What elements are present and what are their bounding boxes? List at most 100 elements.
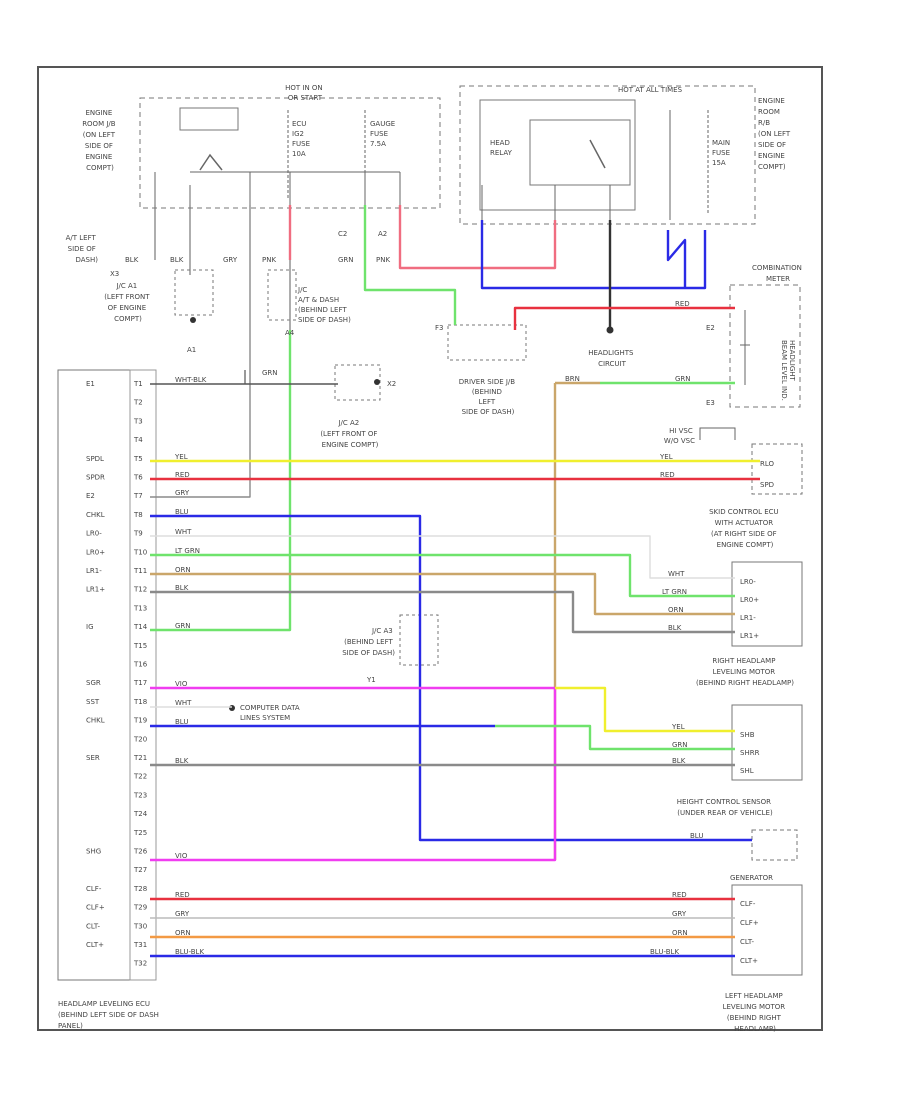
height-sensor-label: HEIGHT CONTROL SENSOR (UNDER REAR OF VEH… (677, 798, 774, 817)
ecu-pin-number: T14 (133, 623, 148, 631)
cc-x3: X3 (110, 270, 119, 278)
wl-chkl2: BLU (175, 718, 188, 726)
ecu-pin-label: LR0- (86, 530, 102, 538)
ecu-pin-number: T12 (133, 586, 147, 594)
left-headlamp-box (731, 884, 803, 976)
wire-green-ig (150, 330, 292, 632)
jc-dash-label: J/C A/T & DASH (BEHIND LEFT SIDE OF DASH… (297, 286, 351, 324)
ecu-pin-number: T17 (133, 679, 147, 687)
ecu-pin-label: CHKL (86, 511, 105, 519)
ecu-pin-number: T25 (133, 829, 147, 837)
jc-dash-box (267, 269, 297, 321)
ecu-pin-label: CHKL (86, 717, 105, 725)
ecu-pin-number: T10 (133, 548, 147, 556)
wl-cltp: BLU-BLK (175, 948, 204, 956)
ecu-pin-number: T28 (133, 885, 147, 893)
wl-lr0m: WHT (175, 528, 192, 536)
driver-jb-box (447, 324, 527, 361)
wire-pink-relay (398, 205, 557, 270)
ecu-pin-number: T30 (133, 922, 147, 930)
ecu-pin-number: T24 (133, 810, 148, 818)
ecu-pin-number: T19 (133, 717, 147, 725)
wl-lr0p: LT GRN (175, 547, 200, 555)
cc-a4: A4 (285, 329, 295, 337)
wl-ig: GRN (175, 622, 191, 630)
generator-label: GENERATOR (730, 874, 773, 882)
ecu-pin-label: SPDR (86, 474, 105, 482)
wl-chkl: BLU (175, 508, 188, 516)
hot-at-all-times-box (459, 85, 756, 225)
main-fuse-label: MAIN FUSE 15A (712, 139, 732, 167)
ecu-pin-number: T9 (133, 530, 143, 538)
ecu-pin-number: T13 (133, 604, 147, 612)
conn-e2-label: E2 (706, 324, 715, 332)
jc-a3-label: J/C A3 (BEHIND LEFT SIDE OF DASH) (342, 627, 395, 657)
wl-sst: WHT (175, 699, 192, 707)
head-relay-box (479, 99, 636, 211)
ecu-pin-label: CLF- (86, 885, 102, 893)
wl-blk-top-1: BLK (125, 256, 139, 264)
ecu-pin-label: E1 (86, 380, 95, 388)
at-left-label: A/T LEFT SIDE OF DASH) (66, 234, 99, 264)
wl-ser-r: BLK (672, 757, 686, 765)
wl-lr1p-r: BLK (668, 624, 682, 632)
ecu-pin-number: T22 (133, 773, 147, 781)
engine-room-rb-label: ENGINE ROOM R/B (ON LEFT SIDE OF ENGINE … (758, 97, 792, 171)
wl-blk-top-2: BLK (170, 256, 184, 264)
ecu-pin-number: T31 (133, 941, 147, 949)
ecu-pin-label: CLF+ (86, 904, 105, 912)
ecu-pin-label: LR0+ (86, 548, 105, 556)
hi-beam-bracket (699, 427, 736, 440)
pin-cltp: CLT+ (740, 957, 758, 965)
pin-spd: SPD (760, 481, 774, 489)
conn-x2-label: X2 (387, 380, 396, 388)
computer-data-label: COMPUTER DATA LINES SYSTEM (240, 704, 302, 722)
conn-a1-label: A1 (187, 346, 196, 354)
head-relay-label: HEAD RELAY (490, 139, 513, 157)
skid-control-box (731, 561, 803, 647)
headlight-beam-label: HEADLIGHT BEAM LEVEL IND. (780, 340, 796, 401)
ecu-pin-number: T23 (133, 791, 147, 799)
wire-lr1p (150, 590, 735, 634)
wl-grn-top: GRN (338, 256, 354, 264)
wl-clfp-r: GRY (672, 910, 687, 918)
pin-cltm: CLT- (740, 938, 754, 946)
ecu-pin-number: T1 (133, 380, 143, 388)
wire-blue-relay (480, 220, 707, 290)
ecu-pin-number: T21 (133, 754, 147, 762)
gauge-fuse-label: GAUGE FUSE 7.5A (370, 120, 397, 148)
ecu-pin-number: T27 (133, 866, 147, 874)
pin-lr1p: LR1+ (740, 632, 759, 640)
jc-a1-label: J/C A1 (LEFT FRONT OF ENGINE COMPT) (104, 282, 152, 323)
wl-spdl-r: YEL (659, 453, 673, 461)
pin-lr0p: LR0+ (740, 596, 759, 604)
driver-jb-label: DRIVER SIDE J/B (BEHIND LEFT SIDE OF DAS… (459, 378, 518, 416)
wl-cltp-r: BLU-BLK (650, 948, 679, 956)
wl-lr1m: ORN (175, 566, 191, 574)
vsc-connector-box (751, 443, 803, 495)
cc-a2: A2 (378, 230, 387, 238)
wl-lr1m-r: ORN (668, 606, 684, 614)
wl-brn: BRN (565, 375, 580, 383)
relay-coil-box (529, 119, 631, 186)
pin-clfm: CLF- (740, 900, 756, 908)
cc-y1: Y1 (366, 676, 376, 684)
wl-lr1p: BLK (175, 584, 189, 592)
wl-gry-top: GRY (223, 256, 238, 264)
height-sensor-box (751, 829, 798, 861)
head-relay-drops (481, 110, 671, 220)
hot-at-all-times-label: HOT AT ALL TIMES (618, 86, 683, 94)
wire-green-gauge (363, 205, 457, 325)
skid-control-label: SKID CONTROL ECU WITH ACTUATOR (AT RIGHT… (709, 508, 781, 549)
left-headlamp-label: LEFT HEADLAMP LEVELING MOTOR (BEHIND RIG… (723, 992, 788, 1033)
hot-in-on-label: HOT IN ON OR START (285, 84, 325, 102)
wl-sgr: VIO (175, 680, 188, 688)
ecu-pin-number: T16 (133, 661, 148, 669)
wire-red-meter (513, 306, 735, 330)
combination-meter-label: COMBINATION METER (752, 264, 804, 283)
ecu-pin-label: CLT- (86, 922, 100, 930)
wl-cltm-r: ORN (672, 929, 688, 937)
cc-c2: C2 (338, 230, 347, 238)
